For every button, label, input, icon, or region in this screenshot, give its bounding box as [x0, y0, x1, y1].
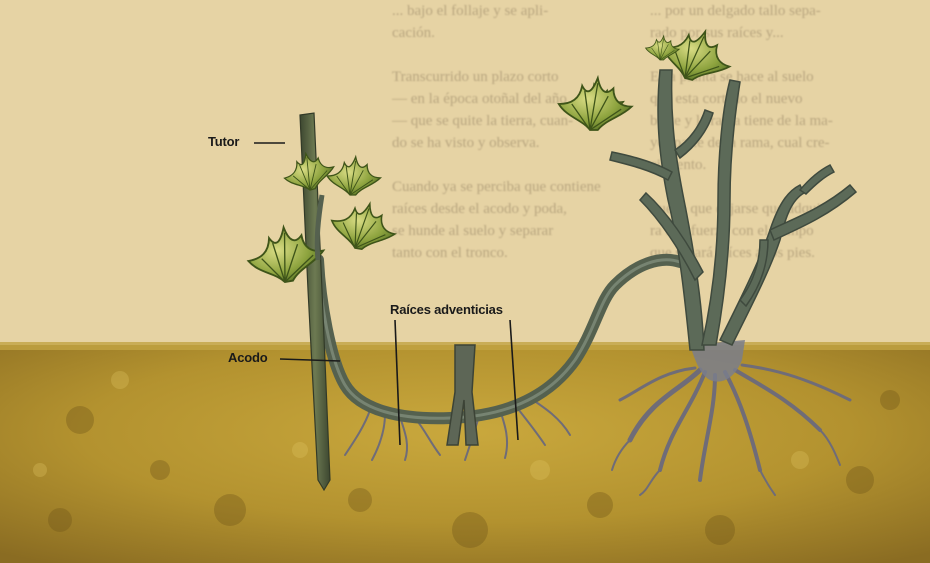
label-adventitious-roots: Raíces adventicias: [390, 302, 503, 317]
label-layer: Acodo: [228, 350, 267, 365]
leaf-icon: [327, 157, 380, 195]
leaf-icon: [559, 78, 632, 130]
label-tutor: Tutor: [208, 134, 239, 149]
mother-plant: [610, 70, 856, 350]
leaf-icon: [328, 198, 399, 254]
